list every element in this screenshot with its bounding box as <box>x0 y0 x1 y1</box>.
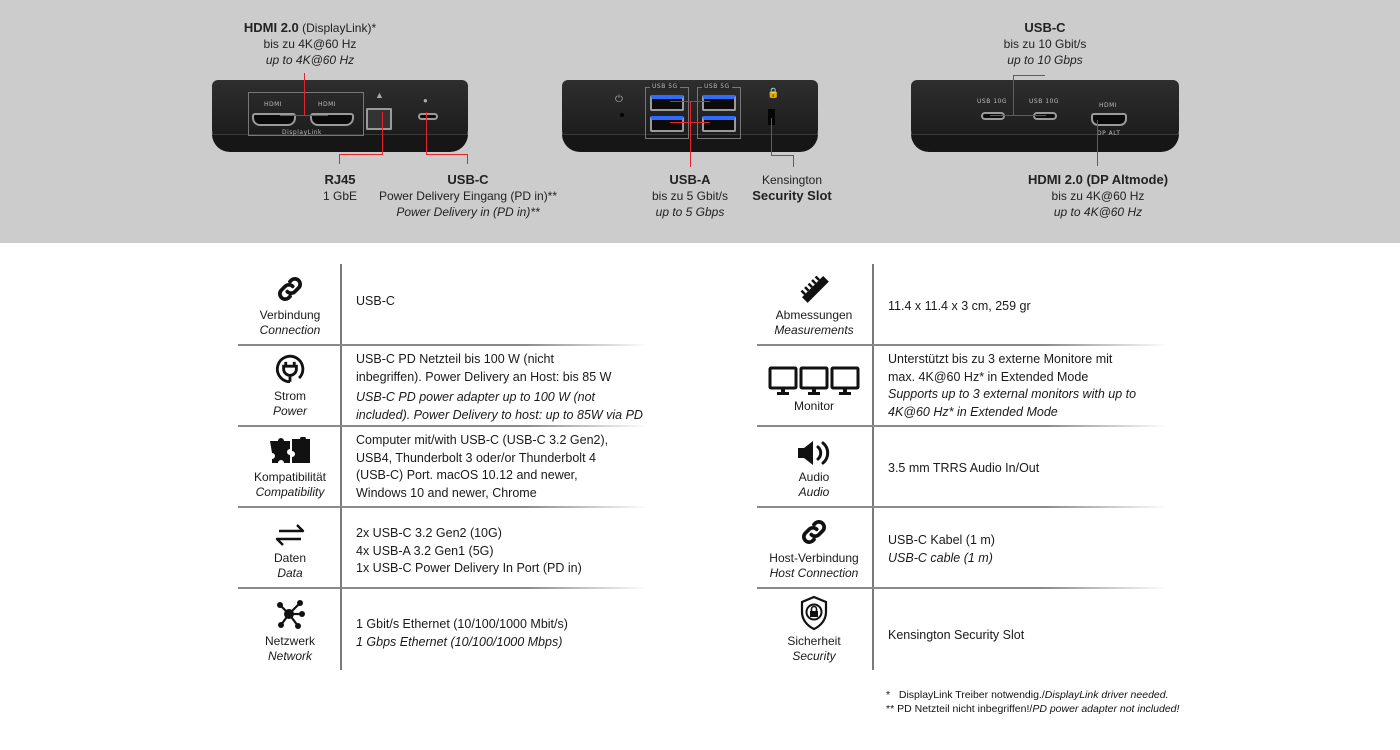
spec-value-connection: USB-C <box>356 294 395 308</box>
callout-line <box>771 155 793 156</box>
shield-lock-icon <box>800 595 828 631</box>
network-port-icon: ▲ <box>375 90 384 100</box>
link-icon <box>802 520 826 544</box>
footnote: * DisplayLink Treiber notwendig./Display… <box>886 689 1169 701</box>
usb-port-label: USB 5G <box>650 83 680 90</box>
monitors-icon <box>768 366 860 395</box>
callout-line <box>426 154 468 155</box>
hdmi-port-label: HDMI <box>264 101 283 108</box>
callout-line <box>1013 75 1014 115</box>
power-button-icon: ⏻ <box>615 94 623 105</box>
power-in-icon: ● <box>423 96 428 105</box>
callout-line <box>990 115 1046 116</box>
callout-line <box>1097 120 1098 166</box>
hdmi-port-label: HDMI <box>1099 102 1118 109</box>
usb-a-port <box>702 95 736 111</box>
callout-line <box>426 112 427 154</box>
spec-value-host-connection: USB-C Kabel (1 m)USB-C cable (1 m) <box>888 533 995 565</box>
hdmi-port <box>252 113 296 126</box>
product-image-band: HDMI 2.0 (DisplayLink)* bis zu 4K@60 Hz … <box>0 0 1400 243</box>
power-led <box>620 113 624 117</box>
power-plug-icon <box>275 354 305 384</box>
ruler-icon <box>800 275 829 303</box>
usb-c-10g-callout: USB-C bis zu 10 Gbit/s up to 10 Gbps <box>1003 20 1087 67</box>
spec-category-monitor: Monitor <box>760 348 868 418</box>
callout-line <box>280 115 328 116</box>
dp-alt-label: DP ALT <box>1097 130 1121 137</box>
hdmi-port-label: HDMI <box>318 101 337 108</box>
displaylink-label: DisplayLink <box>282 129 322 136</box>
callout-line <box>771 118 772 155</box>
callout-line <box>1013 75 1045 76</box>
kensington-lock-icon: 🔒 <box>767 88 780 99</box>
usb-a-port <box>702 116 736 132</box>
usb-c-pd-callout: USB-C Power Delivery Eingang (PD in)** P… <box>378 172 558 219</box>
spec-value-compatibility: Computer mit/with USB-C (USB-C 3.2 Gen2)… <box>356 433 609 500</box>
dock-side-left: HDMI HDMI DisplayLink ▲ ● <box>212 80 468 152</box>
data-transfer-icon <box>275 524 305 546</box>
displaylink-frame <box>248 92 364 136</box>
hdmi-dp-altmode-callout: HDMI 2.0 (DP Altmode) bis zu 4K@60 Hz up… <box>1027 172 1169 219</box>
callout-line <box>304 73 305 115</box>
speaker-icon <box>798 441 830 465</box>
network-icon <box>277 600 305 629</box>
callout-line <box>467 154 468 164</box>
spec-value-audio: 3.5 mm TRRS Audio In/Out <box>888 461 1040 475</box>
usb-a-port <box>650 95 684 111</box>
rj45-callout: RJ45 1 GbE <box>322 172 358 203</box>
usb-a-callout: USB-A bis zu 5 Gbit/s up to 5 Gbps <box>651 172 729 219</box>
puzzle-icon <box>270 437 310 463</box>
kensington-slot <box>768 109 775 125</box>
usb-port-label: USB 5G <box>702 83 732 90</box>
footnote: ** PD Netzteil nicht inbegriffen!/PD pow… <box>886 703 1180 715</box>
callout-line <box>339 154 340 164</box>
spec-value-security: Kensington Security Slot <box>888 628 1025 642</box>
spec-value-monitor: Unterstützt bis zu 3 externe Monitore mi… <box>888 352 1137 419</box>
hdmi-displaylink-callout: HDMI 2.0 (DisplayLink)* bis zu 4K@60 Hz … <box>243 20 377 67</box>
spec-value-data: 2x USB-C 3.2 Gen2 (10G)4x USB-A 3.2 Gen1… <box>356 526 582 575</box>
kensington-callout: Kensington Security Slot <box>752 173 832 203</box>
hdmi-port <box>310 113 354 126</box>
callout-line <box>793 155 794 167</box>
dock-side-right: USB 10G USB 10G HDMI DP ALT <box>911 80 1179 152</box>
usb-c-port-label: USB 10G <box>1029 98 1060 105</box>
usb-c-port <box>418 113 438 120</box>
usb-c-port <box>1033 112 1057 120</box>
usb-a-port <box>650 116 684 132</box>
spec-value-network: 1 Gbit/s Ethernet (10/100/1000 Mbit/s)1 … <box>356 617 568 649</box>
usb-c-port-label: USB 10G <box>977 98 1008 105</box>
callout-line <box>382 112 383 154</box>
callout-line <box>690 101 691 167</box>
spec-value-measurements: 11.4 x 11.4 x 3 cm, 259 gr <box>888 299 1031 313</box>
usb-c-port <box>981 112 1005 120</box>
hdmi-port <box>1091 113 1127 126</box>
link-icon <box>278 277 302 301</box>
rj45-port <box>366 108 392 130</box>
footnotes: * DisplayLink Treiber notwendig./Display… <box>886 688 1179 716</box>
callout-line <box>339 154 383 155</box>
